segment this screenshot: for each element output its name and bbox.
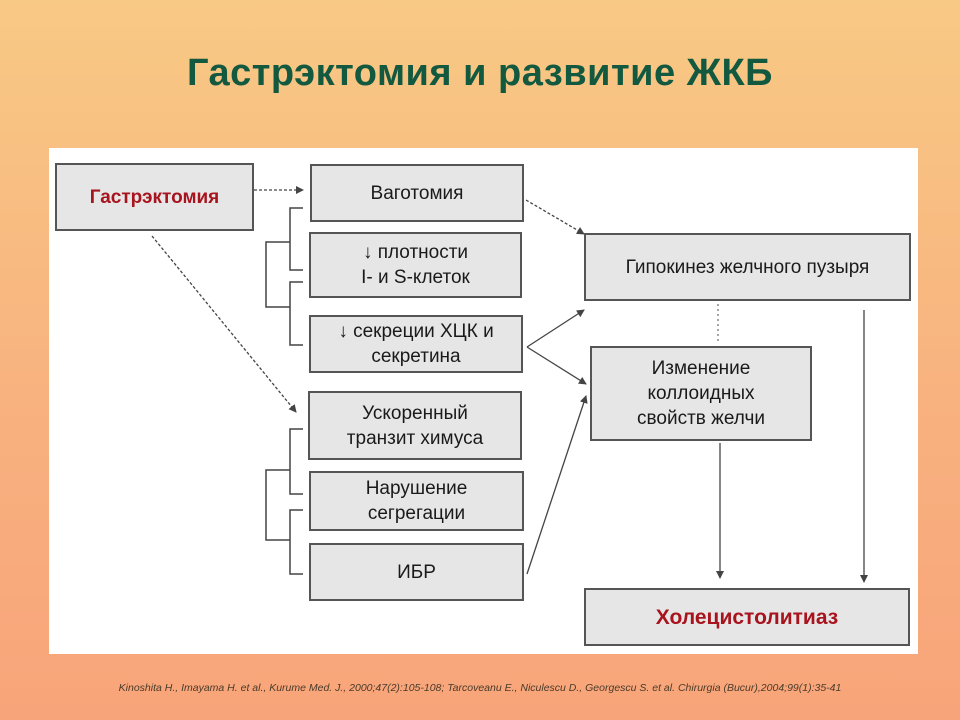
box-cck-secretion: ↓ секреции ХЦК и секретина <box>309 315 523 373</box>
box-ibr: ИБР <box>309 543 524 601</box>
arrow-vagotomy-hypokinesis <box>525 199 585 235</box>
box-chyme-transit: Ускоренный транзит химуса <box>308 391 522 460</box>
arrow-ibr-bile <box>526 395 588 575</box>
bracket-density-cck <box>289 281 303 346</box>
bracket-vagotomy-density <box>289 207 303 271</box>
bracket-lower-outer <box>265 469 290 541</box>
box-segregation-label: Нарушение сегрегации <box>365 478 468 524</box>
box-cholelithiasis: Холецистолитиаз <box>584 588 910 646</box>
box-bile-change: Изменение коллоидных свойств желчи <box>590 346 812 441</box>
box-gastrectomy: Гастрэктомия <box>55 163 254 231</box>
footnote: Kinoshita H., Imayama H. et al., Kurume … <box>118 682 842 694</box>
arrow-cck-hypokinesis <box>526 309 585 348</box>
box-cell-density: ↓ плотности I- и S-клеток <box>309 232 522 298</box>
box-cell-density-label: ↓ плотности I- и S-клеток <box>361 242 470 288</box>
box-segregation: Нарушение сегрегации <box>309 471 524 531</box>
bracket-upper-outer <box>265 241 290 308</box>
arrow-cck-bile <box>526 346 587 385</box>
arrow-gastrectomy-transit <box>151 235 297 413</box>
box-vagotomy: Ваготомия <box>310 164 524 222</box>
box-cholelithiasis-label: Холецистолитиаз <box>655 605 839 629</box>
box-gastrectomy-label: Гастрэктомия <box>89 186 220 208</box>
bracket-segregation-ibr <box>289 509 303 575</box>
box-hypokinesis: Гипокинез желчного пузыря <box>584 233 911 301</box>
box-cck-secretion-label: ↓ секреции ХЦК и секретина <box>338 321 494 367</box>
box-hypokinesis-label: Гипокинез желчного пузыря <box>625 256 870 278</box>
box-chyme-transit-label: Ускоренный транзит химуса <box>346 402 484 449</box>
box-bile-change-label: Изменение коллоидных свойств желчи <box>637 358 765 429</box>
slide-title: Гастрэктомия и развитие ЖКБ <box>186 52 773 94</box>
bracket-transit-segregation <box>289 428 303 495</box>
box-vagotomy-label: Ваготомия <box>370 182 464 204</box>
box-ibr-label: ИБР <box>397 561 436 583</box>
